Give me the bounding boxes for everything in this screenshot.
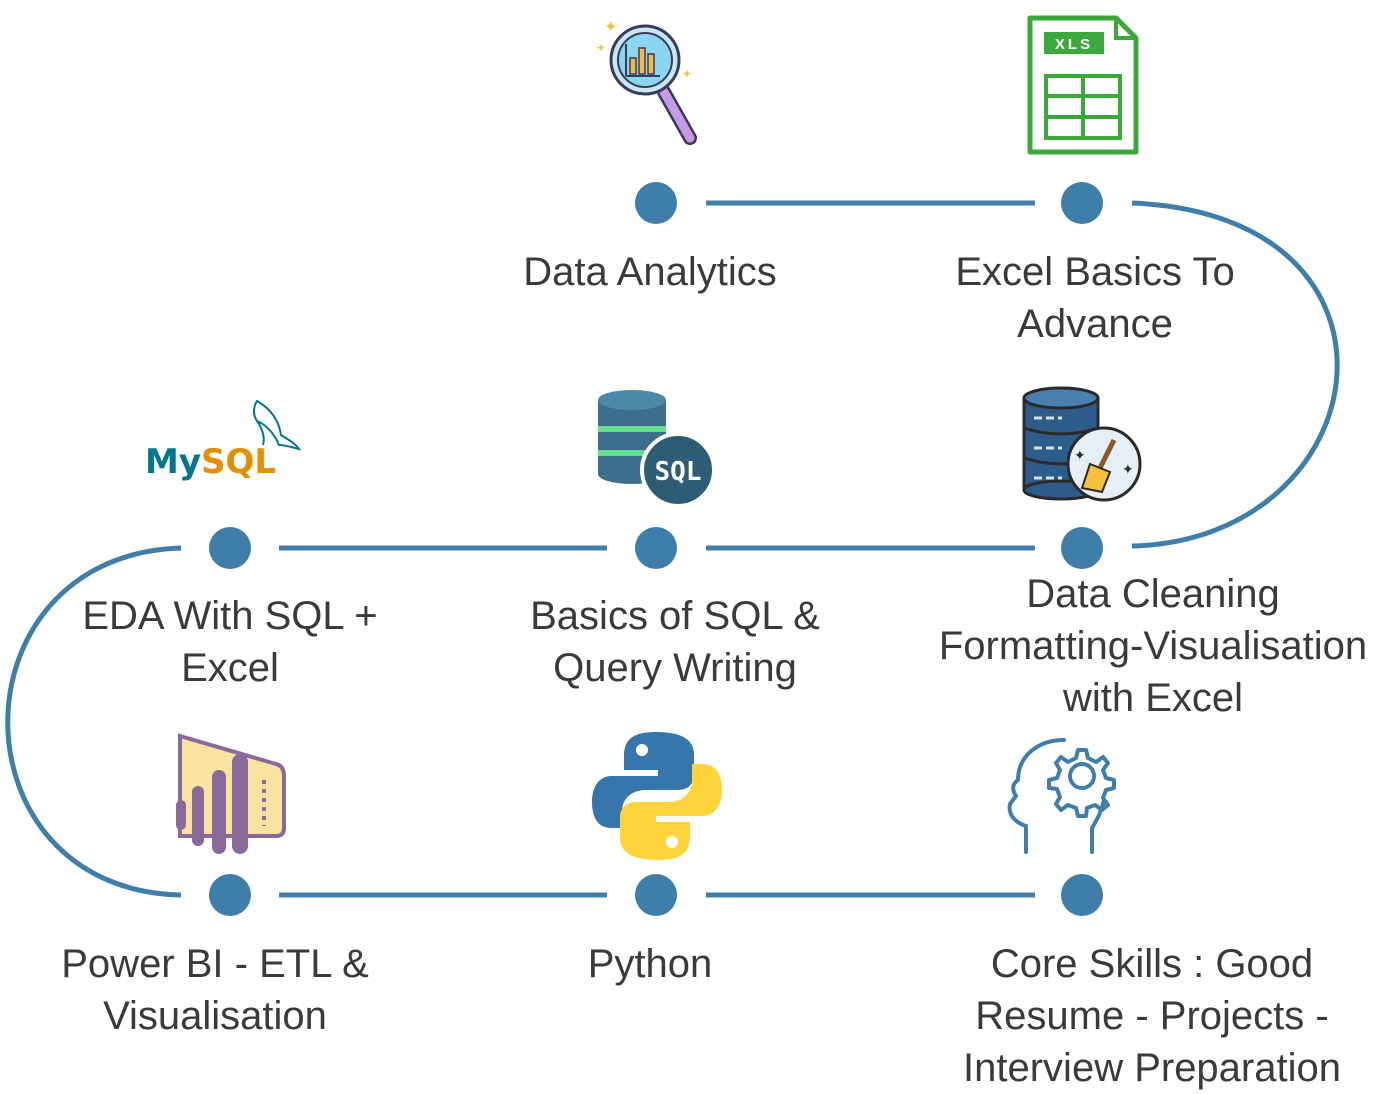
step-label-core-skills: Core Skills : Good Resume - Projects - I… bbox=[930, 938, 1374, 1094]
step-label-line: Basics of SQL & bbox=[530, 594, 820, 638]
node-excel-basics bbox=[1061, 182, 1103, 224]
svg-text:✦: ✦ bbox=[604, 17, 617, 36]
svg-text:✦: ✦ bbox=[1074, 448, 1086, 464]
step-label-line: Data Analytics bbox=[523, 250, 777, 294]
head-gear-icon bbox=[1007, 738, 1116, 854]
svg-text:✦: ✦ bbox=[1122, 462, 1134, 478]
step-label-line: Excel bbox=[181, 646, 279, 690]
node-eda bbox=[209, 527, 251, 569]
step-label-line: Visualisation bbox=[103, 994, 327, 1038]
svg-text:✦: ✦ bbox=[596, 41, 606, 55]
sql-icon-text: SQL bbox=[655, 457, 702, 487]
step-label-line: Advance bbox=[1017, 302, 1173, 346]
data-analytics-magnifier-chart-icon: ✦ ✦ ✦ bbox=[596, 17, 697, 145]
step-label-power-bi: Power BI - ETL & Visualisation bbox=[30, 938, 400, 1042]
step-label-line: Resume - Projects - bbox=[975, 994, 1329, 1038]
step-label-sql-basics: Basics of SQL & Query Writing bbox=[495, 590, 855, 694]
node-power-bi bbox=[209, 874, 251, 916]
roadmap-connectors bbox=[5, 200, 1340, 898]
step-label-line: Power BI - ETL & bbox=[61, 942, 369, 986]
step-label-line: Formatting-Visualisation bbox=[938, 624, 1368, 668]
step-label-line: EDA With SQL + bbox=[82, 594, 378, 638]
node-data-analytics bbox=[635, 182, 677, 224]
step-label-line: Data Cleaning bbox=[1026, 572, 1280, 616]
step-label-data-cleaning: Data Cleaning Formatting-Visualisation w… bbox=[914, 568, 1392, 724]
sql-database-icon: SQL bbox=[598, 390, 716, 508]
python-logo-icon bbox=[592, 732, 722, 860]
step-label-line: Query Writing bbox=[553, 646, 797, 690]
mysql-logo-text: MySQL bbox=[145, 442, 276, 482]
step-label-line: with Excel bbox=[1062, 676, 1244, 720]
power-bi-icon bbox=[176, 733, 286, 854]
node-sql-basics bbox=[635, 527, 677, 569]
node-core-skills bbox=[1061, 874, 1103, 916]
step-label-line: Core Skills : Good bbox=[990, 942, 1314, 986]
step-label-python: Python bbox=[520, 938, 780, 990]
svg-text:✦: ✦ bbox=[682, 67, 692, 81]
step-label-line: Excel Basics To bbox=[955, 250, 1235, 294]
xls-icon-text: XLS bbox=[1055, 36, 1093, 53]
step-label-eda: EDA With SQL + Excel bbox=[50, 590, 410, 694]
step-label-line: Python bbox=[587, 942, 713, 986]
node-python bbox=[635, 874, 677, 916]
mysql-logo-icon: MySQL bbox=[145, 399, 302, 482]
xls-file-icon: XLS bbox=[1027, 15, 1139, 155]
roadmap-nodes bbox=[209, 182, 1103, 916]
connector-curve-left bbox=[5, 545, 182, 898]
step-label-excel-basics: Excel Basics To Advance bbox=[920, 246, 1270, 350]
step-label-line: Interview Preparation bbox=[963, 1046, 1341, 1090]
connector-curve-right bbox=[1131, 200, 1340, 549]
database-cleaning-broom-icon: ✦ ✦ bbox=[1022, 386, 1142, 502]
step-label-data-analytics: Data Analytics bbox=[480, 246, 820, 298]
node-data-cleaning bbox=[1061, 527, 1103, 569]
